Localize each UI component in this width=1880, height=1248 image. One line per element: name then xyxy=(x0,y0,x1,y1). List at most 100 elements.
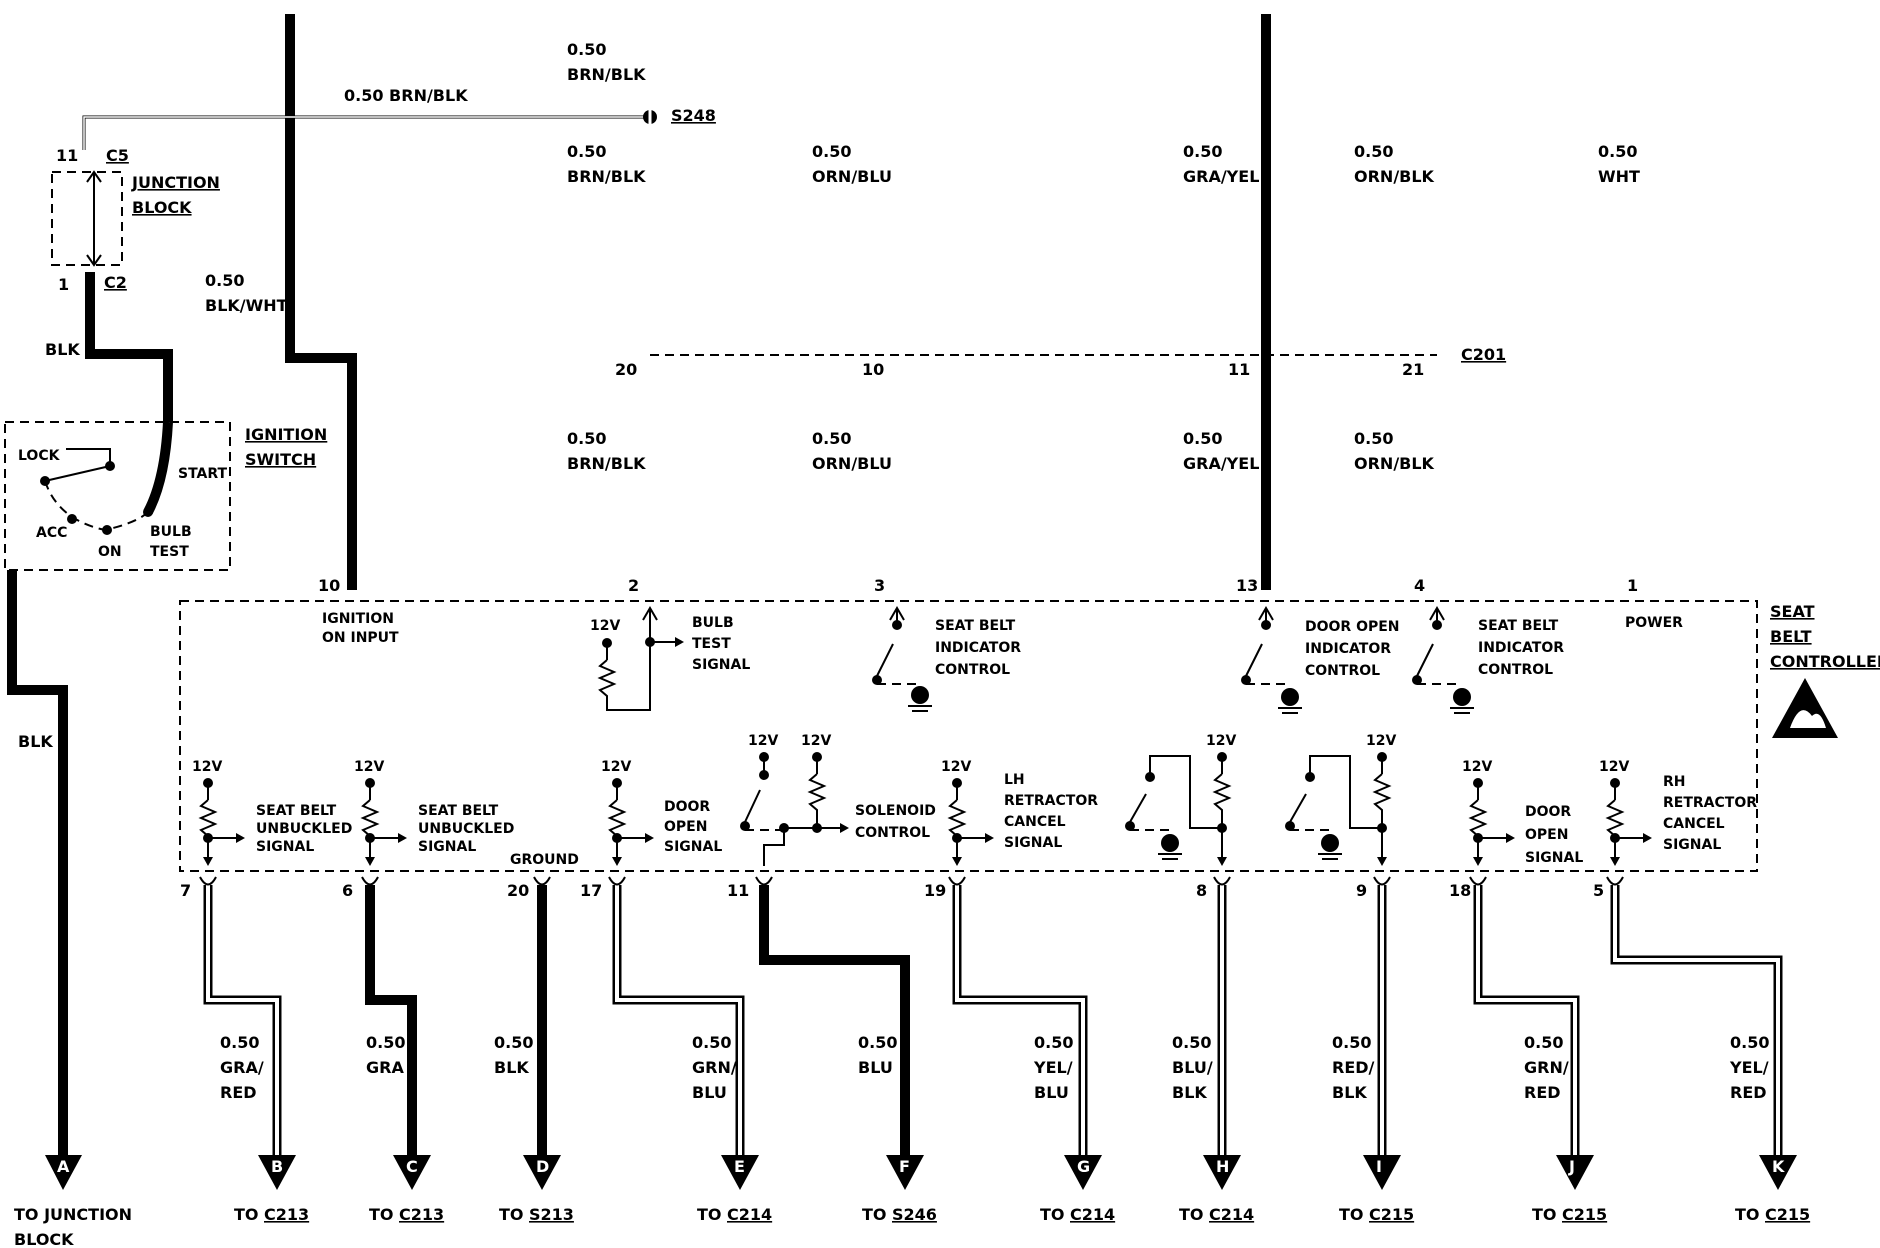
orn-blu-lower-gauge: 0.50 xyxy=(812,429,851,448)
brn-blk-top-gauge: 0.50 xyxy=(567,40,606,59)
terminal-letter: B xyxy=(271,1157,283,1176)
terminal-dest: C215 xyxy=(1765,1205,1810,1224)
seat-belt-indicator-switch-2 xyxy=(1412,606,1474,714)
bottom-wire-core-b xyxy=(206,885,279,1155)
brn-blk-gauge: 0.50 xyxy=(567,142,606,161)
bottom-wire-j xyxy=(1473,885,1580,1155)
brn-blk-top-color: BRN/BLK xyxy=(567,65,646,84)
ignition-switch-title-2: SWITCH xyxy=(245,450,316,469)
orn-blk-lower-gauge: 0.50 xyxy=(1354,429,1393,448)
bottom-gauge-label: 0.50 xyxy=(366,1033,405,1052)
bottom-color-label: BLK xyxy=(494,1058,529,1077)
terminal-dest: C213 xyxy=(399,1205,444,1224)
terminal-arrow-j xyxy=(1556,1155,1594,1190)
bottom-pin-label: 19 xyxy=(924,881,946,900)
door-open-2-line3: SIGNAL xyxy=(1525,850,1583,866)
terminal-dest: C214 xyxy=(1209,1205,1254,1224)
solenoid-control-circuit xyxy=(740,752,849,866)
seat-belt-indicator-2: INDICATOR xyxy=(935,640,1021,656)
gra-yel-ctrl-pin: 13 xyxy=(1236,576,1258,595)
door-open-1-line1: DOOR xyxy=(664,799,710,815)
terminal-arrow-i xyxy=(1363,1155,1401,1190)
pin8-switch-circuit xyxy=(1125,752,1232,866)
unbuckled-2-12v: 12V xyxy=(354,759,384,775)
terminal-dest: C215 xyxy=(1562,1205,1607,1224)
brn-blk-horizontal-wire xyxy=(82,115,650,150)
bottom-connector-mark xyxy=(755,876,773,886)
bottom-wire-b xyxy=(203,885,282,1155)
terminal-dest-prefix: TO xyxy=(1735,1205,1760,1224)
terminal-letter: D xyxy=(536,1157,549,1176)
seat-belt-unbuckled-circuit-1 xyxy=(198,778,245,866)
bottom-pin-label: 8 xyxy=(1196,881,1207,900)
terminal-dest-prefix: TO xyxy=(234,1205,259,1224)
seat-belt-indicator-switch xyxy=(872,606,932,712)
c201-label: C201 xyxy=(1461,345,1506,364)
orn-blk-c201-pin: 21 xyxy=(1402,360,1424,379)
esd-warning-icon xyxy=(1772,678,1838,738)
blk-wht-wire xyxy=(285,14,357,590)
orn-blk-lower-color: ORN/BLK xyxy=(1354,454,1435,473)
pin9-switch-circuit xyxy=(1285,752,1392,866)
junction-block-box xyxy=(51,171,123,266)
brn-blk-c201-pin: 20 xyxy=(615,360,637,379)
bottom-gauge-label: 0.50 xyxy=(1524,1033,1563,1052)
pin9-12v: 12V xyxy=(1366,733,1396,749)
terminal-letter: F xyxy=(899,1157,910,1176)
bottom-color-label: YEL/ xyxy=(1033,1058,1073,1077)
door-open-indicator-1: DOOR OPEN xyxy=(1305,619,1400,635)
seat-belt-indicator-2-2: INDICATOR xyxy=(1478,640,1564,656)
bottom-connector-mark xyxy=(1606,876,1624,886)
bulb-test-signal-3: SIGNAL xyxy=(692,657,750,673)
wht-color: WHT xyxy=(1598,167,1640,186)
wht-ctrl-pin: 1 xyxy=(1627,576,1638,595)
orn-blk-gauge: 0.50 xyxy=(1354,142,1393,161)
terminal-arrow-k xyxy=(1759,1155,1797,1190)
terminal-arrow-g xyxy=(1064,1155,1102,1190)
bottom-wire-c xyxy=(365,885,417,1155)
solenoid-12v-1: 12V xyxy=(748,733,778,749)
brn-blk-horizontal-label: 0.50 BRN/BLK xyxy=(344,86,468,105)
bottom-connector-mark xyxy=(361,876,379,886)
terminal-dest: C214 xyxy=(727,1205,772,1224)
ignition-test-label: TEST xyxy=(150,544,189,560)
junction-pin-bottom: 1 xyxy=(58,275,69,294)
bottom-color2-label: RED xyxy=(1730,1083,1767,1102)
seat-belt-unbuckled-circuit-2 xyxy=(360,778,407,866)
bottom-pin-label: 20 xyxy=(507,881,529,900)
blk-wire-upper-label: BLK xyxy=(45,340,80,359)
lh-retractor-1: LH xyxy=(1004,772,1025,788)
orn-blu-gauge: 0.50 xyxy=(812,142,851,161)
orn-blu-lower-color: ORN/BLU xyxy=(812,454,892,473)
bottom-color2-label: RED xyxy=(1524,1083,1561,1102)
door-open-1-line2: OPEN xyxy=(664,819,707,835)
ignition-on-label: ON xyxy=(98,544,122,560)
junction-conn-top: C5 xyxy=(106,146,129,165)
bottom-wire-k xyxy=(1610,885,1783,1155)
bottom-gauge-label: 0.50 xyxy=(692,1033,731,1052)
door-open-1-12v: 12V xyxy=(601,759,631,775)
unbuckled-1-line1: SEAT BELT xyxy=(256,803,337,819)
terminal-letter: I xyxy=(1376,1157,1382,1176)
ignition-lock-label: LOCK xyxy=(18,448,61,464)
bottom-color-label: RED/ xyxy=(1332,1058,1375,1077)
terminal-arrow-b xyxy=(258,1155,296,1190)
seat-belt-indicator-2-3: CONTROL xyxy=(1478,662,1553,678)
bottom-wire-core-g xyxy=(955,885,1085,1155)
terminal-arrow-d xyxy=(523,1155,561,1190)
solenoid-control-1: SOLENOID xyxy=(855,803,936,819)
controller-title-1: SEAT xyxy=(1770,602,1815,621)
bottom-color2-label: RED xyxy=(220,1083,257,1102)
bottom-color-label: GRA xyxy=(366,1058,404,1077)
bottom-wire-e xyxy=(612,885,745,1155)
rh-retractor-3: CANCEL xyxy=(1663,816,1725,832)
door-open-2-line1: DOOR xyxy=(1525,804,1571,820)
solenoid-control-2: CONTROL xyxy=(855,825,930,841)
blk-wire-junction-to-switch xyxy=(85,272,173,422)
terminal-a-arrow xyxy=(45,1155,82,1190)
terminal-dest: C215 xyxy=(1369,1205,1414,1224)
seat-belt-controller-box xyxy=(179,600,1758,872)
bottom-connector-mark xyxy=(608,876,626,886)
rh-retractor-2: RETRACTOR xyxy=(1663,795,1757,811)
